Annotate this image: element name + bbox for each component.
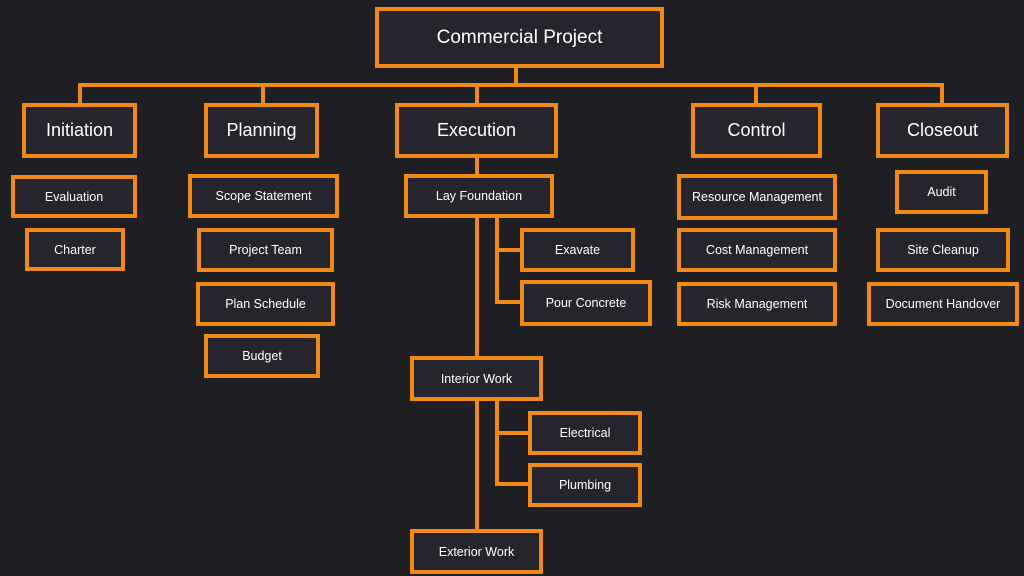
task-interior-work: Interior Work xyxy=(410,356,543,401)
task-document-handover: Document Handover xyxy=(867,282,1019,326)
connector-line xyxy=(495,400,499,486)
connector-line xyxy=(78,83,82,103)
subtask-pour-concrete: Pour Concrete xyxy=(520,280,652,326)
connector-line xyxy=(475,400,479,530)
connector-line xyxy=(940,83,944,103)
task-scope-statement: Scope Statement xyxy=(188,174,339,218)
task-charter: Charter xyxy=(25,228,125,271)
connector-line xyxy=(495,216,499,303)
task-exterior-work: Exterior Work xyxy=(410,529,543,574)
connector-line xyxy=(475,83,479,103)
connector-line xyxy=(78,83,944,87)
connector-line xyxy=(475,157,479,177)
connector-line xyxy=(495,431,530,435)
phase-planning: Planning xyxy=(204,103,319,158)
task-project-team: Project Team xyxy=(197,228,334,272)
task-site-cleanup: Site Cleanup xyxy=(876,228,1010,272)
connector-line xyxy=(754,83,758,103)
task-audit: Audit xyxy=(895,170,988,214)
phase-closeout: Closeout xyxy=(876,103,1009,158)
connector-line xyxy=(475,216,479,356)
connector-line xyxy=(261,83,265,103)
task-lay-foundation: Lay Foundation xyxy=(404,174,554,218)
subtask-plumbing: Plumbing xyxy=(528,463,642,507)
connector-line xyxy=(514,66,518,86)
task-risk-management: Risk Management xyxy=(677,282,837,326)
connector-line xyxy=(495,248,520,252)
connector-line xyxy=(495,300,520,304)
phase-execution: Execution xyxy=(395,103,558,158)
task-plan-schedule: Plan Schedule xyxy=(196,282,335,326)
connector-line xyxy=(495,482,530,486)
subtask-exavate: Exavate xyxy=(520,228,635,272)
task-evaluation: Evaluation xyxy=(11,175,137,218)
task-budget: Budget xyxy=(204,334,320,378)
phase-initiation: Initiation xyxy=(22,103,137,158)
task-cost-management: Cost Management xyxy=(677,228,837,272)
subtask-electrical: Electrical xyxy=(528,411,642,455)
task-resource-management: Resource Management xyxy=(677,174,837,220)
phase-control: Control xyxy=(691,103,822,158)
root-node: Commercial Project xyxy=(375,7,664,68)
